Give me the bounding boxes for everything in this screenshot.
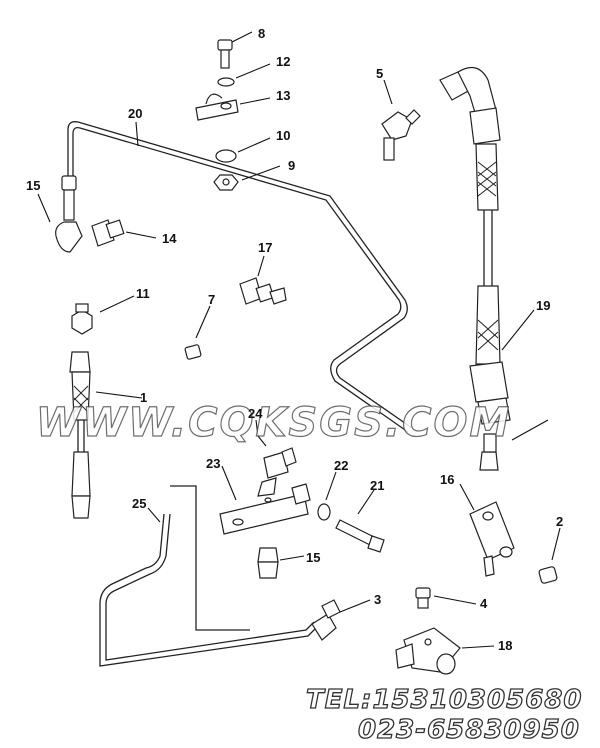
callout-11: 11 [136,286,150,301]
bracket-23 [219,477,311,535]
callout-5: 5 [376,66,383,81]
callout-8: 8 [258,26,265,41]
hose-assembly-1 [69,351,91,519]
nut-9 [213,174,239,191]
washer-12 [217,77,235,87]
callout-18: 18 [498,638,512,653]
elbow-fitting-3 [311,599,341,641]
callout-23: 23 [206,456,220,471]
tube-part-25 [99,485,319,667]
callout-13: 13 [276,88,290,103]
callout-15-top: 15 [26,178,40,193]
fitting-11 [71,303,93,335]
leader-lines [37,31,561,649]
tube-part-20 [67,121,413,433]
callout-17: 17 [258,240,272,255]
contact-phone: TEL:15310305680 [306,685,582,715]
bolt-21 [335,519,385,553]
elbow-fitting-5 [381,109,421,161]
callout-22: 22 [334,458,348,473]
callout-1: 1 [140,390,147,405]
callout-3: 3 [374,592,381,607]
callout-16: 16 [440,472,454,487]
callout-2: 2 [556,514,563,529]
elbow-fitting-15-top [55,175,83,253]
callout-14: 14 [162,231,177,246]
elbow-fitting-24 [263,447,297,479]
washer-10 [215,149,237,163]
callout-labels: 8 12 13 10 9 5 20 15 14 17 11 7 1 19 24 … [26,26,563,653]
plug-4 [415,587,431,609]
tee-fitting-18 [395,627,461,675]
callout-19: 19 [536,298,550,313]
hose-assembly-19 [439,66,511,425]
tee-fitting-16 [469,433,515,577]
plug-7 [184,344,202,360]
union-fitting-17 [239,277,287,305]
callout-21: 21 [370,478,384,493]
callout-10: 10 [276,128,290,143]
callout-4: 4 [480,596,488,611]
callout-24: 24 [248,406,263,421]
washer-22 [317,503,331,521]
contact-landline: 023-65830950 [358,715,580,745]
plug-2 [538,566,558,584]
callout-15-bottom: 15 [306,550,320,565]
callout-7: 7 [208,292,215,307]
fitting-15-bottom [257,547,279,579]
callout-20: 20 [128,106,142,121]
watermark-text: WWW.CQKSGS.COM [36,400,511,446]
callout-9: 9 [288,158,295,173]
callout-25: 25 [132,496,146,511]
adapter-fitting-14 [91,219,125,247]
clamp-13 [195,93,239,121]
callout-12: 12 [276,54,290,69]
bolt-8 [217,39,233,69]
